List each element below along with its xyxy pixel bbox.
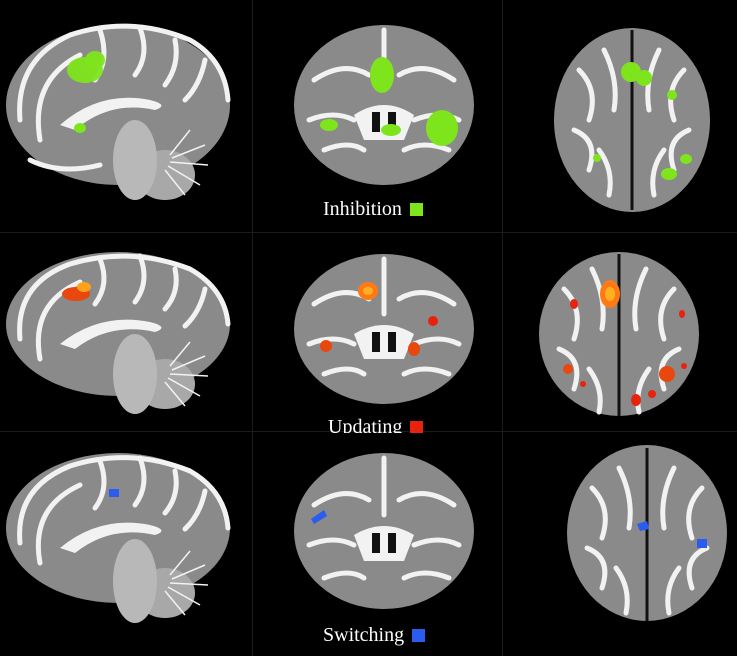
switching-sagittal-slice (0, 433, 250, 656)
inhibition-axial-slice (504, 0, 737, 232)
updating-color-swatch (410, 421, 424, 434)
switching-coronal-slice (254, 433, 500, 613)
row-divider (0, 232, 737, 233)
updating-sagittal-slice (0, 234, 250, 431)
switching-color-swatch (412, 629, 426, 642)
inhibition-label: Inhibition (323, 198, 402, 220)
column-divider (252, 0, 253, 656)
switching-legend: Switching (323, 624, 426, 647)
row-divider (0, 431, 737, 432)
inhibition-coronal-slice (254, 0, 500, 188)
inhibition-sagittal-slice (0, 0, 250, 232)
inhibition-color-swatch (409, 203, 423, 216)
inhibition-legend: Inhibition (323, 198, 423, 221)
updating-legend: Updating (328, 416, 424, 439)
updating-axial-slice (504, 234, 737, 431)
switching-label: Switching (323, 624, 405, 646)
updating-coronal-slice (254, 234, 500, 409)
updating-label: Updating (328, 416, 403, 438)
column-divider (502, 0, 503, 656)
switching-axial-slice (504, 433, 737, 656)
